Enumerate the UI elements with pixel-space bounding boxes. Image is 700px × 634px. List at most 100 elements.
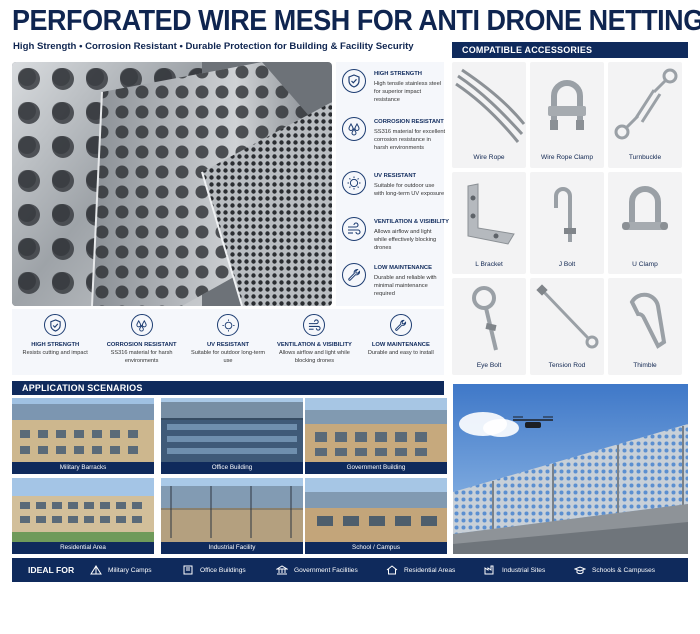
page-title: PERFORATED WIRE MESH FOR ANTI DRONE NETT… <box>12 5 700 37</box>
feature-corrosion-resistant: CORROSION RESISTANT SS316 material for e… <box>340 114 445 164</box>
feature-low-maintenance: LOW MAINTENANCE Durable and reliable wit… <box>340 260 444 310</box>
wire-rope-icon <box>455 68 526 143</box>
features-panel: HIGH STRENGTH High tensile stainless ste… <box>336 62 449 306</box>
uv-sun-icon <box>342 171 366 195</box>
shield-check-icon <box>342 69 366 93</box>
ideal-for-label: IDEAL FOR <box>28 565 75 575</box>
bottom-feature-title: HIGH STRENGTH <box>31 342 80 348</box>
accessories-grid: Wire Rope Wire Rope Clamp Turnbuckle L B… <box>452 62 688 375</box>
accessory-thimble[interactable]: Thimble <box>608 278 682 375</box>
feature-title: UV RESISTANT <box>374 173 417 179</box>
feature-title: HIGH STRENGTH <box>374 71 422 77</box>
factory-icon <box>484 565 494 575</box>
applications-header: APPLICATION SCENARIOS <box>12 381 444 395</box>
bottom-feature-ventilation-visibility: VENTILATION & VISIBILITY Allows airflow … <box>271 309 357 375</box>
tent-icon <box>90 565 102 575</box>
ideal-item-military-camps: Military Camps <box>90 565 182 575</box>
ideal-item-label: Office Buildings <box>200 566 246 574</box>
feature-title: VENTILATION & VISIBILITY <box>374 219 449 225</box>
feature-desc: Allows airflow and light while effective… <box>374 229 437 251</box>
bottom-feature-title: VENTILATION & VISIBILITY <box>276 342 352 348</box>
wire-rope-clamp-icon <box>548 80 586 130</box>
bottom-feature-title: UV RESISTANT <box>206 342 250 348</box>
accessory-label: U Clamp <box>632 261 658 268</box>
accessory-wire-rope-clamp[interactable]: Wire Rope Clamp <box>530 62 604 168</box>
eye-bolt-icon <box>472 286 498 351</box>
shield-check-icon <box>44 314 67 336</box>
accessory-label: Tension Rod <box>548 362 586 369</box>
ideal-item-label: Residential Areas <box>404 566 456 574</box>
l-bracket-icon <box>467 183 515 245</box>
scene-industrial-facility: Industrial Facility <box>161 478 303 554</box>
accessory-j-bolt[interactable]: J Bolt <box>530 172 604 274</box>
bottom-feature-uv-resistant: UV RESISTANT Suitable for outdoor long-t… <box>185 309 271 375</box>
bottom-feature-desc: SS316 material for harsh environments <box>110 350 173 364</box>
accessory-eye-bolt[interactable]: Eye Bolt <box>452 278 526 375</box>
accessory-label: J Bolt <box>558 261 576 268</box>
bottom-feature-desc: Suitable for outdoor long-term use <box>191 350 266 364</box>
drone-fence-image <box>453 384 688 554</box>
government-building-icon <box>276 565 288 575</box>
feature-ventilation-visibility: VENTILATION & VISIBILITY Allows airflow … <box>340 214 449 264</box>
scene-government-building: Government Building <box>305 398 447 474</box>
feature-title: CORROSION RESISTANT <box>374 119 444 125</box>
perforated-mesh-image <box>12 62 332 306</box>
ideal-item-label: Industrial Sites <box>502 566 546 574</box>
u-clamp-icon <box>622 186 668 230</box>
feature-high-strength: HIGH STRENGTH High tensile stainless ste… <box>340 66 444 116</box>
j-bolt-icon <box>554 187 576 242</box>
bottom-feature-corrosion-resistant: CORROSION RESISTANT SS316 material for h… <box>98 309 184 375</box>
page-subtitle: High Strength • Corrosion Resistant • Du… <box>13 41 414 52</box>
accessory-tension-rod[interactable]: Tension Rod <box>530 278 604 375</box>
tension-rod-icon <box>536 284 599 349</box>
ideal-item-residential-areas: Residential Areas <box>386 565 484 575</box>
ideal-item-industrial-sites: Industrial Sites <box>484 565 574 575</box>
feature-uv-resistant: UV RESISTANT Suitable for outdoor use wi… <box>340 168 444 218</box>
scene-label: Residential Area <box>12 542 154 554</box>
accessories-header: COMPATIBLE ACCESSORIES <box>452 42 688 58</box>
ideal-for-bar: IDEAL FOR Military Camps Office Building… <box>12 558 688 582</box>
feature-title: LOW MAINTENANCE <box>374 265 432 271</box>
bottom-feature-title: LOW MAINTENANCE <box>371 342 430 348</box>
accessory-label: Wire Rope Clamp <box>540 154 594 161</box>
accessory-label: Wire Rope <box>473 154 505 161</box>
accessory-wire-rope[interactable]: Wire Rope <box>452 62 526 168</box>
accessory-label: Eye Bolt <box>476 362 502 369</box>
ideal-item-label: Government Facilities <box>294 566 358 574</box>
bottom-feature-title: CORROSION RESISTANT <box>106 342 177 348</box>
ideal-item-office-buildings: Office Buildings <box>182 565 276 575</box>
ideal-item-schools-campuses: Schools & Campuses <box>574 565 674 575</box>
graduation-cap-icon <box>574 566 586 575</box>
scene-label: Military Barracks <box>12 462 154 474</box>
thimble-icon <box>629 292 667 349</box>
feature-desc: High tensile stainless steel for superio… <box>374 81 442 103</box>
feature-desc: Durable and reliable with minimal mainte… <box>374 275 437 297</box>
bottom-feature-desc: Durable and easy to install <box>367 350 434 356</box>
accessory-label: Thimble <box>633 362 657 369</box>
bottom-feature-high-strength: HIGH STRENGTH Resists cutting and impact <box>12 309 98 375</box>
wind-icon <box>303 314 326 336</box>
scene-office-building: Office Building <box>161 398 303 474</box>
feature-desc: Suitable for outdoor use with long-term … <box>374 183 445 197</box>
wind-icon <box>342 217 366 241</box>
wrench-icon <box>342 263 366 287</box>
accessory-u-clamp[interactable]: U Clamp <box>608 172 682 274</box>
accessory-label: L Bracket <box>475 261 503 268</box>
scene-label: Industrial Facility <box>161 542 303 554</box>
wrench-icon <box>389 314 412 336</box>
office-building-icon <box>183 565 193 575</box>
scene-military-barracks: Military Barracks <box>12 398 154 474</box>
accessory-l-bracket[interactable]: L Bracket <box>452 172 526 274</box>
scene-label: Office Building <box>161 462 303 474</box>
accessory-turnbuckle[interactable]: Turnbuckle <box>608 62 682 168</box>
ideal-item-label: Military Camps <box>108 566 152 574</box>
bottom-feature-desc: Resists cutting and impact <box>22 350 88 356</box>
scene-label: School / Campus <box>305 542 447 554</box>
drone-icon <box>513 416 553 428</box>
bottom-features-row: HIGH STRENGTH Resists cutting and impact… <box>12 309 444 375</box>
bottom-feature-desc: Allows airflow and light while blocking … <box>278 350 350 364</box>
scene-label: Government Building <box>305 462 447 474</box>
house-icon <box>386 565 398 575</box>
uv-sun-icon <box>217 314 240 336</box>
droplets-icon <box>342 117 366 141</box>
